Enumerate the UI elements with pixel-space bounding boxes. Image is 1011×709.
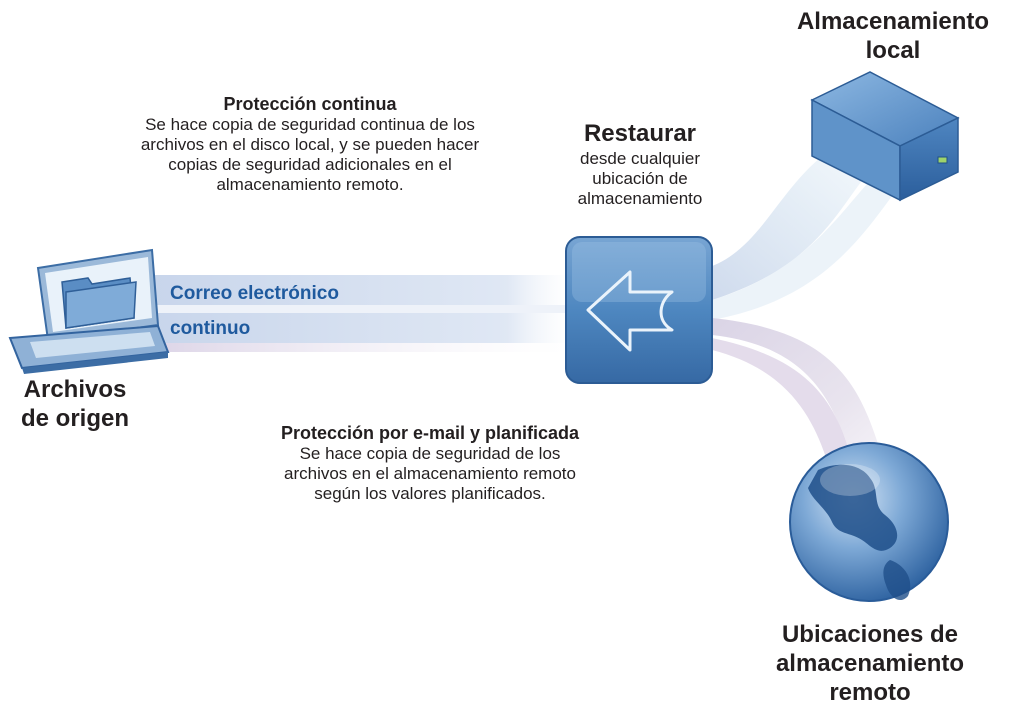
globe-icon	[789, 442, 949, 602]
restore-arrow-icon	[565, 236, 713, 384]
scheduled-protection-description: Protección por e-mail y planificada Se h…	[220, 423, 640, 504]
restore-line2: ubicación de	[592, 168, 688, 188]
scheduled-protection-line2: archivos en el almacenamiento remoto	[284, 464, 576, 484]
continuous-protection-line2: archivos en el disco local, y se pueden …	[140, 135, 480, 155]
continuous-protection-line3: copias de seguridad adicionales en el	[168, 155, 452, 175]
remote-storage-title-line3: remoto	[829, 678, 911, 706]
remote-storage-title-line1: Ubicaciones de	[781, 621, 959, 648]
source-files-title: Archivos de origen	[0, 376, 150, 434]
scheduled-protection-line3: según los valores planificados.	[314, 484, 546, 504]
restore-description: Restaurar desde cualquier ubicación de a…	[540, 120, 740, 209]
stream-separator	[150, 305, 570, 313]
scheduled-protection-line1: Se hace copia de seguridad de los	[299, 444, 561, 464]
continuous-protection-description: Protección continua Se hace copia de seg…	[110, 94, 510, 195]
local-storage-title-line1: Almacenamiento	[796, 8, 990, 35]
stream-label-continuous: continuo	[170, 318, 251, 339]
continuous-protection-line4: almacenamiento remoto.	[216, 175, 404, 195]
local-storage-title-line2: local	[865, 36, 921, 64]
restore-title: Restaurar	[583, 120, 697, 147]
remote-storage-title: Ubicaciones de almacenamiento remoto	[740, 621, 1000, 707]
continuous-protection-title: Protección continua	[223, 94, 397, 114]
source-files-title-line1: Archivos	[23, 376, 127, 403]
remote-storage-title-line2: almacenamiento	[775, 649, 965, 677]
local-storage-title: Almacenamiento local	[775, 8, 1011, 66]
stream-lower-edge	[150, 343, 570, 352]
continuous-protection-line1: Se hace copia de seguridad continua de l…	[145, 115, 475, 135]
restore-line3: almacenamiento	[577, 188, 703, 208]
storage-box-icon	[810, 71, 960, 202]
stream-to-local-storage	[700, 150, 875, 300]
stream-to-local-storage-inner	[712, 170, 900, 320]
stream-continuous	[150, 313, 570, 343]
stream-email	[150, 275, 570, 305]
restore-line1: desde cualquier	[579, 148, 701, 168]
stream-label-email: Correo electrónico	[170, 283, 339, 304]
stream-to-remote-storage	[712, 318, 880, 455]
laptop-folder-icon	[8, 248, 170, 374]
scheduled-protection-title: Protección por e-mail y planificada	[280, 423, 580, 443]
source-files-title-line2: de origen	[20, 404, 129, 432]
